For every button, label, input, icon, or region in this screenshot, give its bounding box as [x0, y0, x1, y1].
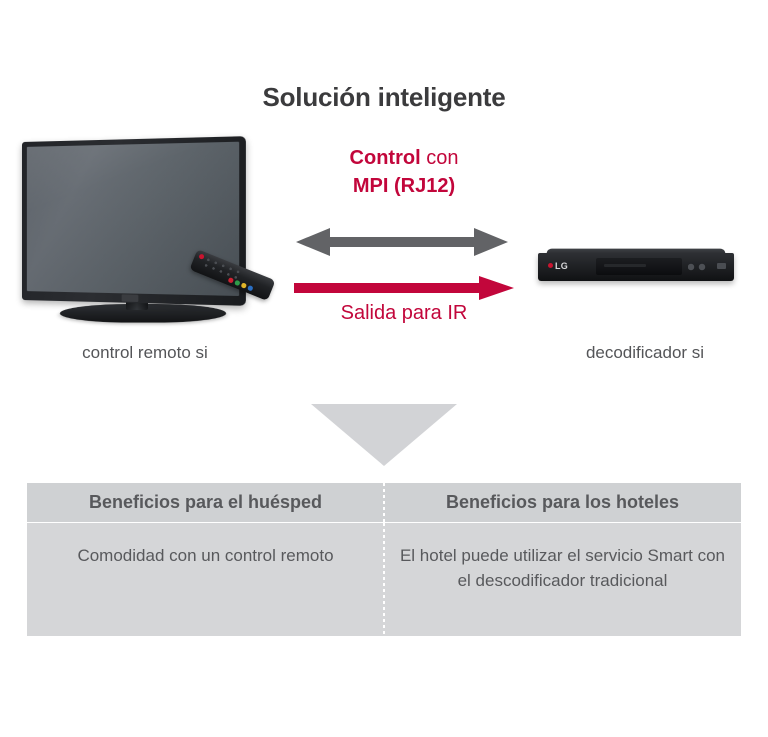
stb-brand-logo: LG: [548, 261, 568, 271]
header-dotted-divider: [383, 483, 385, 522]
benefits-header-guest: Beneficios para el huésped: [88, 492, 323, 512]
down-triangle-icon: [311, 404, 457, 466]
tv-brand-logo: [121, 294, 139, 302]
double-headed-arrow-icon: [296, 228, 508, 256]
stb-usb-port: [717, 263, 726, 269]
mpi-label-light: con: [420, 147, 459, 169]
page-title: Solución inteligente: [262, 82, 506, 112]
benefits-cell-guest: Comodidad con un control remoto: [77, 546, 334, 565]
tv-caption: control remoto si: [82, 343, 208, 362]
stb-control-buttons: [688, 263, 714, 271]
mpi-label-line2: MPI (RJ12): [352, 175, 456, 197]
remote-power-button: [198, 253, 205, 260]
set-top-box-icon: LG: [538, 246, 734, 294]
benefits-table: Beneficios para el huésped Beneficios pa…: [27, 483, 741, 636]
benefits-table-body-row: Comodidad con un control remoto El hotel…: [27, 523, 741, 636]
stb-front-panel: LG: [538, 253, 734, 281]
benefits-table-header-row: Beneficios para el huésped Beneficios pa…: [27, 483, 741, 522]
mpi-label-line1: Control con: [284, 144, 524, 172]
lg-logo-text: LG: [555, 261, 569, 271]
body-dotted-divider: [383, 523, 385, 636]
benefits-cell-hotels: El hotel puede utilizar el servicio Smar…: [399, 546, 726, 590]
right-arrow-icon: [294, 276, 514, 300]
benefits-header-hotels: Beneficios para los hoteles: [445, 492, 680, 512]
mpi-label-strong: Control: [349, 147, 421, 169]
television-device: [18, 134, 288, 334]
stb-display-panel: [596, 258, 682, 275]
mpi-control-label: Control con MPI (RJ12): [284, 144, 524, 200]
stb-caption: decodificador si: [585, 343, 705, 362]
lg-logo-dot: [548, 263, 553, 268]
ir-output-label: Salida para IR: [340, 302, 468, 324]
